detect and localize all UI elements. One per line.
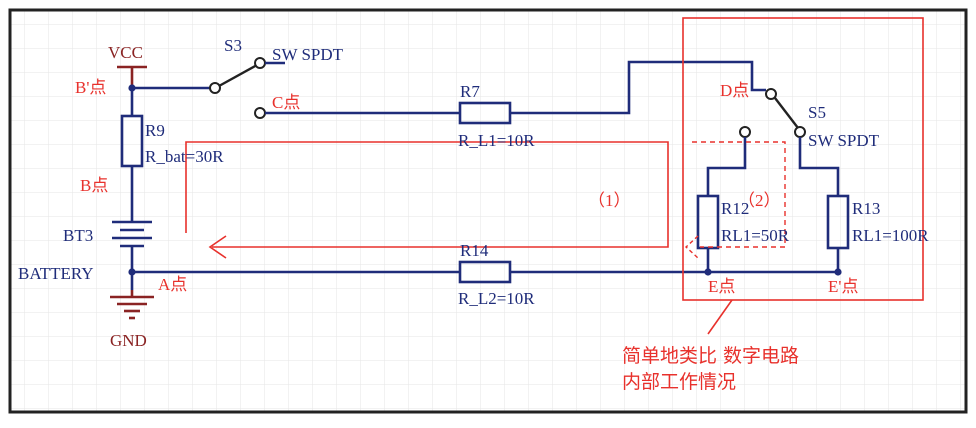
switch-s3 <box>209 57 285 119</box>
gnd-symbol <box>110 290 154 320</box>
e-point-label: E点 <box>708 277 735 296</box>
eprime-point-label: E'点 <box>828 277 858 296</box>
current-loop-2 <box>692 141 786 248</box>
wire-s5-r13 <box>798 137 840 196</box>
highlight-box <box>682 17 924 301</box>
r7-ref-label: R7 <box>460 82 480 101</box>
r12-ref-label: R12 <box>721 199 749 218</box>
s5-ref-label: S5 <box>808 103 826 122</box>
c-point-label: C点 <box>272 93 300 112</box>
b-point-label: B点 <box>80 176 108 195</box>
r9-ref-label: R9 <box>145 121 165 140</box>
d-point-label: D点 <box>720 81 749 100</box>
note-line-2: 内部工作情况 <box>622 371 736 393</box>
current-loop-1 <box>185 141 669 248</box>
note-leader-line <box>707 299 733 335</box>
vcc-label: VCC <box>108 43 143 62</box>
junction-bprime <box>128 84 136 92</box>
s3-type-label: SW SPDT <box>272 45 344 64</box>
s3-ref-label: S3 <box>224 36 242 55</box>
loop-2-label: （2） <box>738 191 781 210</box>
wire-s5-r12 <box>706 137 747 196</box>
note-line-1: 简单地类比 数字电路 <box>622 345 799 367</box>
current-loop-2-arrowhead <box>684 235 699 259</box>
battery-label: BATTERY <box>18 264 94 283</box>
grid-background <box>10 10 966 412</box>
outer-frame <box>8 8 968 414</box>
loop-1-label: （1） <box>588 191 631 210</box>
r9-value-label: R_bat=30R <box>145 147 224 166</box>
r14-ref-label: R14 <box>460 241 489 260</box>
r12-value-label: RL1=50R <box>721 226 790 245</box>
r13-value-label: RL1=100R <box>852 226 929 245</box>
r7-value-label: R_L1=10R <box>458 131 535 150</box>
gnd-label: GND <box>110 331 147 350</box>
junction-eprime <box>834 268 842 276</box>
bprime-point-label: B'点 <box>75 78 106 97</box>
switch-s5 <box>739 88 806 138</box>
current-loop-1-arrowhead <box>208 235 227 259</box>
r13-ref-label: R13 <box>852 199 880 218</box>
s5-type-label: SW SPDT <box>808 131 880 150</box>
junction-e <box>704 268 712 276</box>
bt3-ref-label: BT3 <box>63 226 93 245</box>
r14-value-label: R_L2=10R <box>458 289 535 308</box>
wire-r7-d <box>510 60 766 115</box>
a-point-label: A点 <box>158 275 187 294</box>
